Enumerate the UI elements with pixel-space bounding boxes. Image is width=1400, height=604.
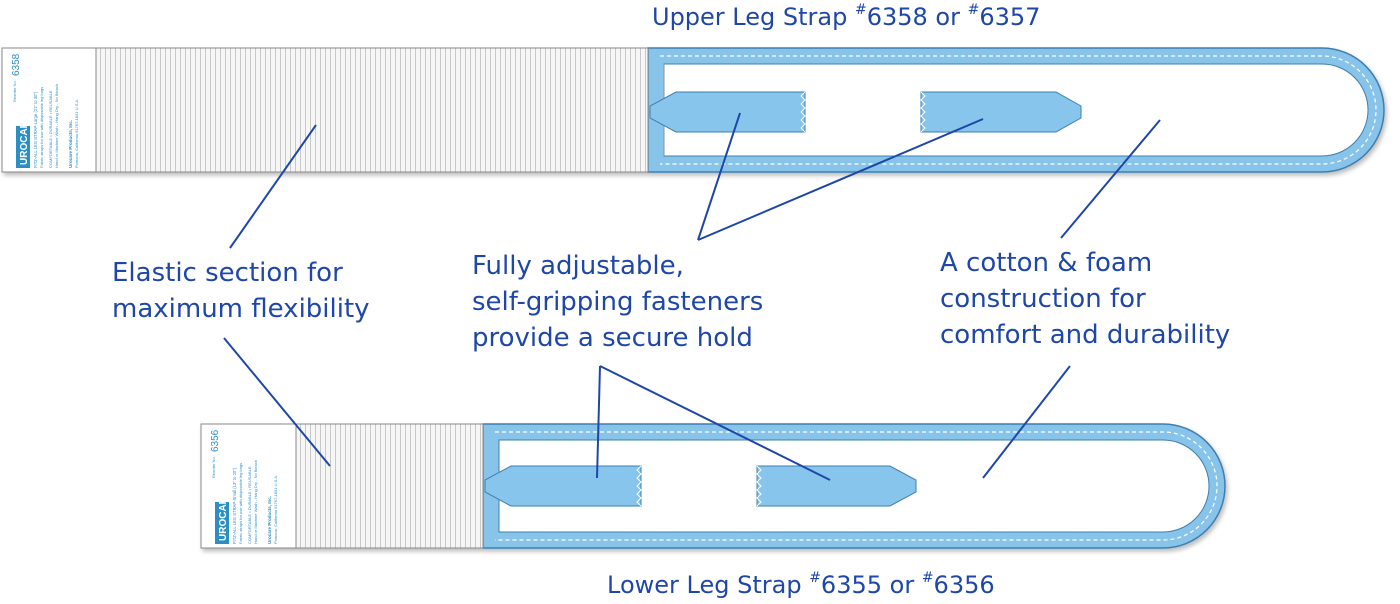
lower-label-brand-box [215,502,229,544]
callout-cotton-line-1: A cotton & foam [940,248,1153,278]
lower-label-brand: UROCARE [218,490,229,541]
callout-elastic: Elastic section for maximum flexibility [112,255,370,327]
upper-label-company: Urocare Products, Inc. [68,120,73,168]
lower-strap-product-label: UROCARE Reorder No. 6356 FITZ-ALL LEG ST… [210,429,278,544]
callout-cotton: A cotton & foam construction for comfort… [940,245,1230,353]
lower-strap-title-joiner: or [882,571,922,599]
upper-label-line1: FITZ-ALL LEG STRAP-Large (21" to 30") [33,91,38,168]
leader-fastener-lower-left [596,365,601,479]
upper-strap-hash-2: # [967,2,980,18]
upper-strap [1,47,1385,173]
lower-label-code: 6356 [210,429,221,452]
lower-label-line1: FITZ-ALL LEG STRAP-Small (13" to 20") [232,467,237,544]
upper-label-code: 6358 [11,53,22,76]
lower-strap-number-1: 6355 [820,571,882,599]
upper-strap-title-prefix: Upper Leg Strap [652,3,855,31]
lower-strap-fastener-right [756,465,917,507]
upper-strap-title: Upper Leg Strap #6358 or #6357 [652,2,1041,31]
callout-fasteners-line-1: Fully adjustable, [472,251,684,281]
upper-strap-fastener-left [649,91,806,133]
leader-fastener-upper-left [697,112,741,241]
upper-strap-number-1: 6358 [866,3,928,31]
upper-strap-stitching [660,55,1377,165]
upper-strap-product-label: UROCARE Reorder No. 6358 FITZ-ALL LEG ST… [11,53,79,168]
upper-label-brand: UROCARE [19,114,30,165]
lower-label-address: Pomona, California 91767-1831 U.S.A. [273,475,278,544]
lower-strap-hash-2: # [921,570,934,586]
leader-cotton-lower [982,365,1071,479]
lower-strap-fastener-left [484,465,642,507]
upper-strap-title-joiner: or [927,3,968,31]
leader-fastener-upper-right [697,118,984,241]
upper-label-reorder: Reorder No. [12,80,17,102]
upper-strap-fastener-right [920,91,1082,133]
upper-strap-hash-1: # [854,2,867,18]
upper-label-line3: COMFORTABLE • DURABLE • REUSABLE [48,90,53,168]
lower-label-line2: Fabric straps for use with disposable le… [238,463,243,544]
lower-strap-number-2: 6356 [933,571,995,599]
callout-fasteners-line-3: provide a secure hold [472,323,753,353]
lower-fastener-right-edge [756,465,762,507]
leader-fastener-lower-right [599,365,831,481]
upper-fastener-left-edge [800,91,806,133]
upper-strap-number-2: 6357 [979,3,1041,31]
lower-label-company: Urocare Products, Inc. [267,496,272,544]
lower-strap-elastic [295,423,484,549]
leader-cotton-upper [1060,119,1161,239]
leader-elastic-lower [223,337,331,467]
callout-elastic-line-1: Elastic section for [112,258,343,288]
callout-cotton-line-2: construction for [940,284,1146,314]
lower-strap [200,423,1226,549]
lower-label-reorder: Reorder No. [211,456,216,478]
leader-lines [223,112,1161,481]
lower-strap-stitching [495,431,1218,541]
leader-elastic-upper [229,124,317,249]
callout-fasteners: Fully adjustable, self-gripping fastener… [472,248,763,356]
upper-label-brand-box [16,126,30,168]
lower-strap-title-prefix: Lower Leg Strap [607,571,810,599]
upper-strap-elastic [95,47,649,173]
lower-strap-title: Lower Leg Strap #6355 or #6356 [607,570,995,599]
lower-fastener-left-edge [636,465,642,507]
lower-strap-hash-1: # [809,570,821,586]
upper-fastener-right-edge [920,91,926,133]
callout-cotton-line-3: comfort and durability [940,320,1231,350]
callout-fasteners-line-2: self-gripping fasteners [472,287,764,317]
lower-label-line3: COMFORTABLE • DURABLE • REUSABLE [247,466,252,544]
upper-label-address: Pomona, California 91767-1831 U.S.A. [74,99,79,168]
upper-label-line4: Hand or Machine Wash - Hang Dry - No Ble… [54,84,59,168]
upper-label-line2: Fabric straps for use with disposable le… [39,87,44,168]
callout-elastic-line-2: maximum flexibility [112,294,370,324]
lower-label-line4: Hand or Machine Wash - Hang Dry - No Ble… [253,460,258,544]
